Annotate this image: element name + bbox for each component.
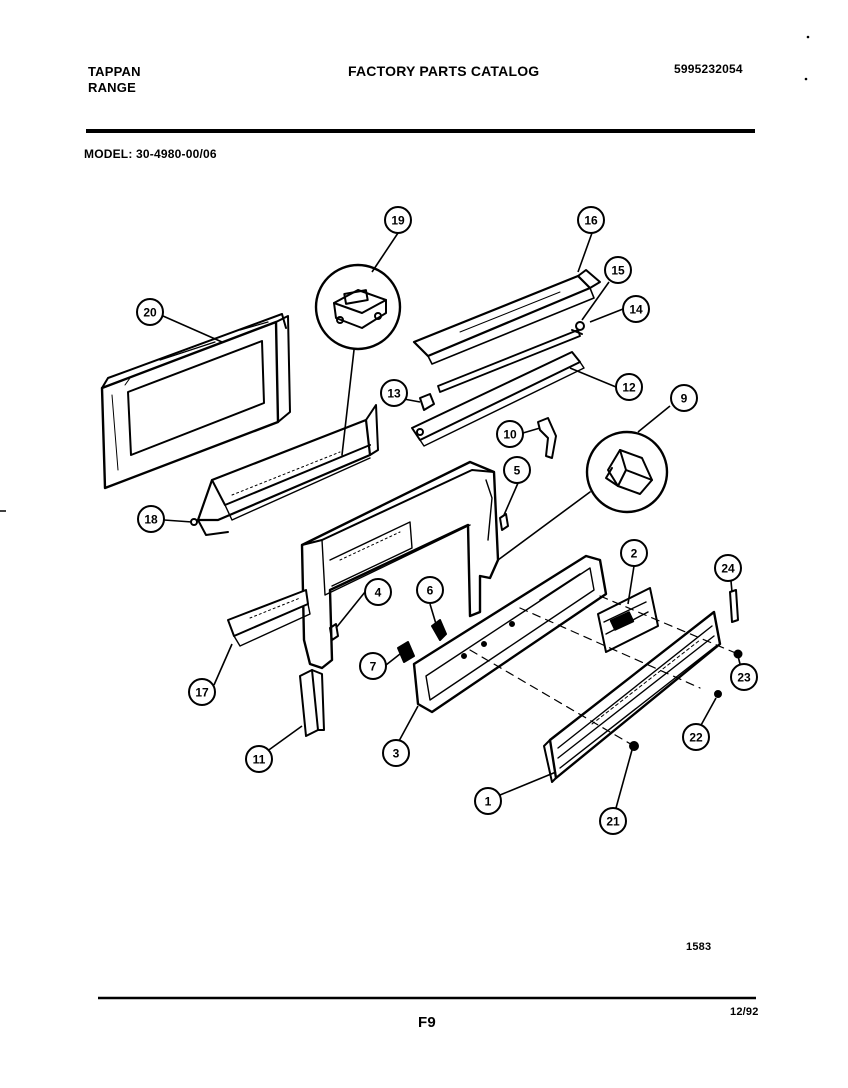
callout-label: 3 [393,747,400,761]
callout-15: 15 [604,256,632,284]
callout-18: 18 [137,505,165,533]
callout-label: 13 [387,387,401,401]
part-4-screw [329,623,339,641]
callout-label: 9 [681,392,688,406]
callout-13: 13 [380,379,408,407]
alignment-lines [469,595,739,747]
scan-mark [804,77,808,81]
part-16-top-trim [412,269,601,365]
callout-label: 18 [144,513,158,527]
callout-label: 24 [721,562,735,576]
callout-5: 5 [503,456,531,484]
date-code: 12/92 [730,1006,759,1018]
page-code: F9 [418,1014,436,1031]
callout-label: 7 [370,660,377,674]
callout-12: 12 [615,373,643,401]
callout-label: 21 [606,815,620,829]
part-22-screw [714,690,722,698]
part-7-knob [397,641,415,663]
callout-label: 5 [514,464,521,478]
callout-label: 4 [375,586,382,600]
callout-16: 16 [577,206,605,234]
callout-label: 6 [427,584,434,598]
scan-mark [806,35,810,39]
callout-6: 6 [416,576,444,604]
callouts: 20 19 16 15 14 13 12 9 10 5 18 2 24 4 6 … [136,206,758,835]
callout-4: 4 [364,578,392,606]
callout-24: 24 [714,554,742,582]
callout-22: 22 [682,723,710,751]
console-side-frame [300,460,500,670]
callout-label: 17 [195,686,209,700]
callout-label: 19 [391,214,405,228]
callout-label: 15 [611,264,625,278]
drawing-number: 1583 [686,941,712,953]
callout-1: 1 [474,787,502,815]
part-10-bracket [537,417,557,459]
callout-3: 3 [382,739,410,767]
callout-10: 10 [496,420,524,448]
callout-20: 20 [136,298,164,326]
callout-label: 10 [503,428,517,442]
callout-7: 7 [359,652,387,680]
callout-label: 16 [584,214,598,228]
callout-2: 2 [620,539,648,567]
catalog-part-number: 5995232054 [674,62,743,76]
callout-label: 14 [629,303,643,317]
callout-21: 21 [599,807,627,835]
callout-9: 9 [670,384,698,412]
callout-19: 19 [384,206,412,234]
callout-label: 11 [253,753,266,767]
model-number: MODEL: 30-4980-00/06 [84,147,217,161]
catalog-title: FACTORY PARTS CATALOG [348,63,540,79]
part-14-15-clips [571,321,585,335]
product-type: RANGE [88,80,136,95]
callout-label: 2 [631,547,638,561]
callout-label: 1 [485,795,492,809]
part-12-rail [411,329,585,447]
callout-14: 14 [622,295,650,323]
part-3-control-panel [412,554,608,714]
part-24-clip [729,589,739,623]
part-5-screw [499,513,509,531]
callout-23: 23 [730,663,758,691]
callout-label: 23 [737,671,751,685]
part-19-detail-circle [314,263,402,456]
part-17-rail [227,589,311,647]
callout-label: 12 [622,381,636,395]
part-11-end-panel [299,669,325,737]
brand-name: TAPPAN [88,64,141,79]
part-6-knob [431,619,447,641]
callout-label: 20 [143,306,157,320]
part-18-backguard-trim [190,404,379,536]
part-20-back-panel [100,313,291,490]
part-1-panel-facing [543,610,722,783]
callout-17: 17 [188,678,216,706]
callout-11: 11 [245,745,273,773]
part-13-clip [419,393,435,411]
part-2-switch [597,587,659,653]
callout-label: 22 [689,731,703,745]
part-8-detail-circle [497,430,669,561]
